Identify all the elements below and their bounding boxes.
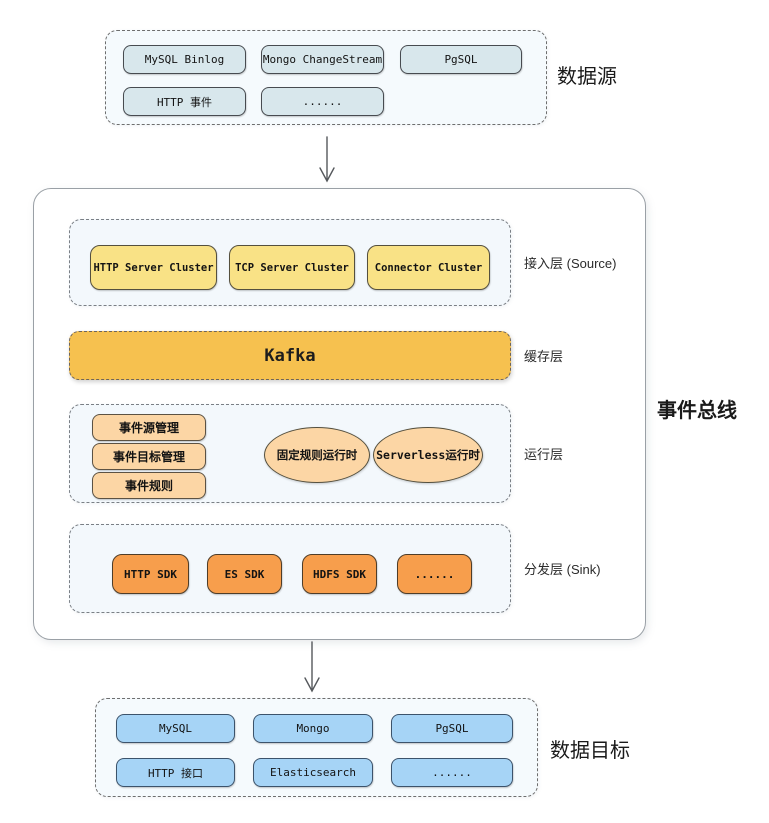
data-targets-label: 数据目标 [550,740,630,762]
node-kafka: Kafka [69,331,511,380]
sink-layer-label: 分发层 (Sink) [524,562,601,577]
node-elasticsearch: Elasticsearch [253,758,373,787]
node-mongo-changestream: Mongo ChangeStream [261,45,384,74]
data-sources-label: 数据源 [557,66,617,88]
node-http-interface: HTTP 接口 [116,758,235,787]
node-http-sdk: HTTP SDK [112,554,189,594]
node-hdfs-sdk: HDFS SDK [302,554,377,594]
node-connector-cluster: Connector Cluster [367,245,490,290]
node-source-more: ...... [261,87,384,116]
node-target-more: ...... [391,758,513,787]
node-es-sdk: ES SDK [207,554,282,594]
node-fixed-rule-runtime: 固定规则运行时 [264,427,370,483]
event-bus-label: 事件总线 [657,400,737,422]
sink-layer-group: HTTP SDK ES SDK HDFS SDK ...... [69,524,511,613]
node-sink-more: ...... [397,554,472,594]
node-mysql-binlog: MySQL Binlog [123,45,246,74]
data-targets-group: MySQL Mongo PgSQL HTTP 接口 Elasticsearch … [95,698,538,797]
node-event-source-mgmt: 事件源管理 [92,414,206,441]
node-serverless-runtime: Serverless运行时 [373,427,483,483]
event-bus-container: HTTP Server Cluster TCP Server Cluster C… [33,188,646,640]
node-pgsql-target: PgSQL [391,714,513,743]
node-http-server-cluster: HTTP Server Cluster [90,245,217,290]
access-layer-label: 接入层 (Source) [524,256,617,271]
runtime-layer-label: 运行层 [524,447,564,462]
node-pgsql-source: PgSQL [400,45,522,74]
runtime-layer-group: 事件源管理 事件目标管理 事件规则 固定规则运行时 Serverless运行时 [69,404,511,503]
data-sources-group: MySQL Binlog Mongo ChangeStream PgSQL HT… [105,30,547,125]
node-event-rules: 事件规则 [92,472,206,499]
access-layer-group: HTTP Server Cluster TCP Server Cluster C… [69,219,511,306]
node-http-event: HTTP 事件 [123,87,246,116]
node-event-target-mgmt: 事件目标管理 [92,443,206,470]
arrow-bus-to-targets [304,641,320,693]
node-mongo-target: Mongo [253,714,373,743]
arrow-sources-to-bus [319,136,335,183]
node-tcp-server-cluster: TCP Server Cluster [229,245,355,290]
node-mysql-target: MySQL [116,714,235,743]
cache-layer-label: 缓存层 [524,349,564,364]
